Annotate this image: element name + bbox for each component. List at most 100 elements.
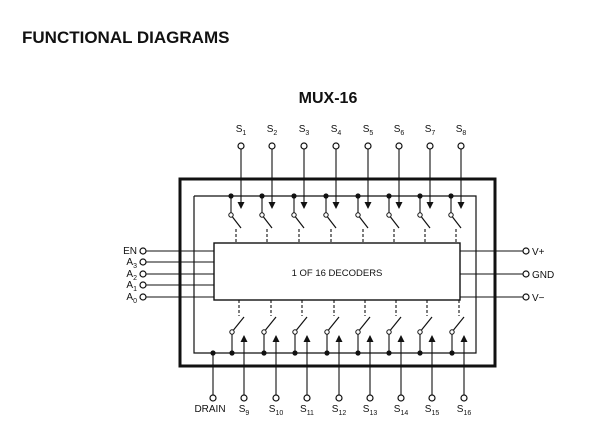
pin-label-s2: S2 bbox=[267, 124, 278, 137]
switch-blade-s16 bbox=[453, 316, 465, 331]
switch-blade-s8 bbox=[452, 216, 462, 229]
pin-label-a3: A3 bbox=[126, 257, 137, 270]
arrow-s11 bbox=[303, 335, 311, 342]
arrow-s10 bbox=[272, 335, 280, 342]
arrow-s2 bbox=[268, 202, 276, 209]
switch-blade-s7 bbox=[421, 216, 431, 229]
supply-lines bbox=[460, 250, 523, 298]
arrow-s16 bbox=[460, 335, 468, 342]
switch-contact-s7 bbox=[417, 212, 423, 218]
arrow-s8 bbox=[457, 202, 465, 209]
switch-blade-s11 bbox=[296, 316, 308, 331]
switch-contact-s13 bbox=[355, 329, 361, 335]
switch-contact-s11 bbox=[292, 329, 298, 335]
arrow-s15 bbox=[428, 335, 436, 342]
switch-contact-s16 bbox=[449, 329, 455, 335]
device-title: MUX-16 bbox=[299, 90, 358, 107]
decoder-box bbox=[213, 242, 461, 301]
switch-blade-s4 bbox=[327, 216, 337, 229]
drain-bus-node bbox=[210, 350, 216, 356]
arrow-s14 bbox=[397, 335, 405, 342]
arrow-s4 bbox=[332, 202, 340, 209]
section-heading: FUNCTIONAL DIAGRAMS bbox=[22, 28, 229, 47]
right-pin-labels: V+ GND V− bbox=[532, 247, 554, 304]
drain-bus bbox=[193, 195, 477, 354]
pin-label-s3: S3 bbox=[299, 124, 310, 137]
pin-label-s7: S7 bbox=[425, 124, 436, 137]
arrow-s6 bbox=[395, 202, 403, 209]
switch-contact-s15 bbox=[417, 329, 423, 335]
arrow-s12 bbox=[335, 335, 343, 342]
switch-contact-s2 bbox=[259, 212, 265, 218]
pin-circle-s6 bbox=[395, 142, 403, 150]
pin-circle-s4 bbox=[332, 142, 340, 150]
pin-circle-s1 bbox=[237, 142, 245, 150]
switch-blade-s9 bbox=[233, 316, 245, 331]
switch-blade-s13 bbox=[359, 316, 371, 331]
pin-label-vplus: V+ bbox=[532, 247, 545, 258]
pin-label-drain: DRAIN bbox=[194, 404, 225, 415]
pin-label-s6: S6 bbox=[394, 124, 405, 137]
switch-blade-s2 bbox=[263, 216, 273, 229]
right-pin-circles bbox=[522, 247, 530, 301]
arrow-s9 bbox=[240, 335, 248, 342]
pin-circle-s15 bbox=[428, 394, 436, 402]
pin-circle-s12 bbox=[335, 394, 343, 402]
pin-label-s10: S10 bbox=[269, 404, 284, 417]
switch-blade-s6 bbox=[390, 216, 400, 229]
pin-label-s8: S8 bbox=[456, 124, 467, 137]
pin-label-s15: S15 bbox=[425, 404, 440, 417]
pin-label-s11: S11 bbox=[300, 404, 314, 417]
pin-circle-s9 bbox=[240, 394, 248, 402]
switch-blade-s5 bbox=[359, 216, 369, 229]
pin-circle-s3 bbox=[300, 142, 308, 150]
pin-circle-s8 bbox=[457, 142, 465, 150]
switch-contact-s10 bbox=[261, 329, 267, 335]
pin-label-s13: S13 bbox=[363, 404, 378, 417]
switch-blade-s1 bbox=[232, 216, 242, 229]
pin-label-vminus: V− bbox=[532, 293, 545, 304]
pin-label-s16: S16 bbox=[457, 404, 472, 417]
top-pin-labels: S1 S2 S3 S4 S5 S6 S7 S8 bbox=[236, 124, 467, 137]
arrow-s7 bbox=[426, 202, 434, 209]
pin-label-s4: S4 bbox=[331, 124, 342, 137]
arrow-s13 bbox=[366, 335, 374, 342]
pin-label-s9: S9 bbox=[239, 404, 250, 417]
pin-circle-s7 bbox=[426, 142, 434, 150]
arrow-s3 bbox=[300, 202, 308, 209]
pin-label-a2: A2 bbox=[126, 269, 137, 282]
pin-circle-s11 bbox=[303, 394, 311, 402]
left-pin-circles bbox=[139, 247, 147, 301]
switch-contact-s1 bbox=[228, 212, 234, 218]
package-outline bbox=[178, 177, 497, 368]
decoder-label: 1 OF 16 DECODERS bbox=[292, 268, 383, 279]
pin-label-s12: S12 bbox=[332, 404, 347, 417]
pin-circle-s5 bbox=[364, 142, 372, 150]
switch-blade-s14 bbox=[390, 316, 402, 331]
bottom-pin-labels: DRAIN S9 S10 S11 S12 S13 S14 S15 S16 bbox=[194, 404, 471, 417]
pin-circle-s16 bbox=[460, 394, 468, 402]
switch-contact-s14 bbox=[386, 329, 392, 335]
switch-contact-s6 bbox=[386, 212, 392, 218]
control-lines bbox=[146, 250, 214, 298]
arrow-s5 bbox=[364, 202, 372, 209]
switch-channels bbox=[209, 142, 468, 402]
switch-contact-s4 bbox=[323, 212, 329, 218]
pin-label-gnd: GND bbox=[532, 270, 554, 281]
pin-label-en: EN bbox=[123, 246, 137, 257]
switch-blade-s15 bbox=[421, 316, 433, 331]
pin-label-s1: S1 bbox=[236, 124, 247, 137]
pin-circle-s14 bbox=[397, 394, 405, 402]
pin-circle-s2 bbox=[268, 142, 276, 150]
switch-contact-s12 bbox=[324, 329, 330, 335]
pin-circle-s13 bbox=[366, 394, 374, 402]
pin-circle-s10 bbox=[272, 394, 280, 402]
left-pin-labels: EN A3 A2 A1 A0 bbox=[123, 246, 137, 305]
pin-label-a0: A0 bbox=[126, 292, 137, 305]
switch-contact-s8 bbox=[448, 212, 454, 218]
switch-blade-s12 bbox=[328, 316, 340, 331]
pin-label-a1: A1 bbox=[126, 280, 137, 293]
switch-contact-s5 bbox=[355, 212, 361, 218]
pin-label-s5: S5 bbox=[363, 124, 374, 137]
